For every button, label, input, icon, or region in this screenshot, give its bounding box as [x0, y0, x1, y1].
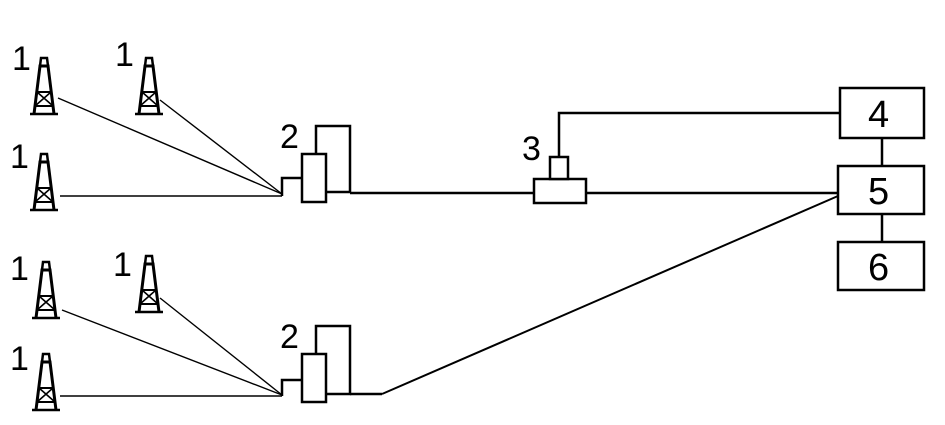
- well-label: 1: [113, 246, 132, 284]
- manifold-label: 2: [280, 318, 299, 356]
- well-1-lower-right: 1: [113, 246, 165, 314]
- well-1-upper-left: 1: [12, 40, 60, 116]
- unit-5: 5: [836, 164, 926, 216]
- well-1-lower-bottom: 1: [10, 340, 62, 412]
- well-label: 1: [10, 340, 29, 378]
- well-1-upper-bottom: 1: [10, 138, 60, 212]
- manifold-lower: 2: [280, 318, 382, 404]
- lower-well-flowlines: [60, 297, 283, 397]
- unit-label: 5: [868, 171, 889, 213]
- manifold-upper: 2: [280, 118, 352, 204]
- well-label: 1: [12, 40, 31, 78]
- well-label: 1: [115, 36, 134, 74]
- well-1-upper-right: 1: [115, 36, 165, 116]
- upper-well-flowlines: [57, 97, 283, 197]
- separator-label: 3: [522, 130, 541, 168]
- unit-6: 6: [836, 240, 926, 292]
- separator: 3: [522, 111, 840, 205]
- well-label: 1: [10, 138, 29, 176]
- unit-label: 4: [868, 94, 889, 136]
- well-label: 1: [10, 250, 29, 288]
- lower-to-unit-5-line: [381, 195, 839, 395]
- unit-4: 4: [838, 86, 926, 140]
- unit-label: 6: [868, 247, 889, 289]
- manifold-label: 2: [280, 118, 299, 156]
- well-1-lower-left: 1: [10, 250, 62, 320]
